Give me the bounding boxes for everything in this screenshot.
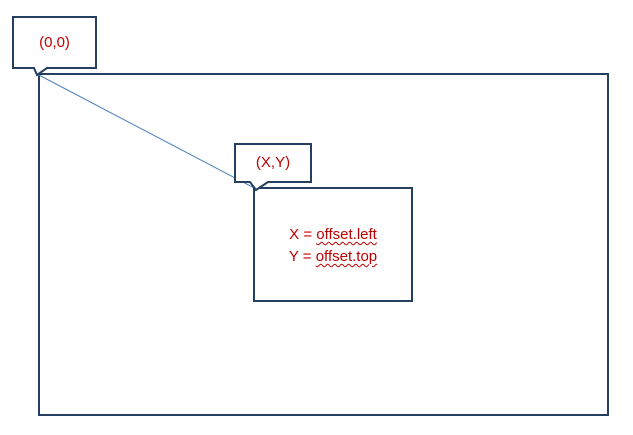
outer-container-rect <box>38 73 609 416</box>
y-equals-label: Y = <box>288 248 316 265</box>
point-callout-shape <box>234 143 312 192</box>
connector-line <box>36 73 257 190</box>
origin-label: (0,0) <box>39 34 70 51</box>
inner-element-rect <box>253 187 413 302</box>
origin-callout-shape <box>12 16 97 77</box>
offset-top-line: Y = offset.top <box>255 246 411 268</box>
offset-left-line: X = offset.left <box>255 224 411 246</box>
offset-left-value: offset.left <box>316 226 377 243</box>
x-equals-label: X = <box>289 226 317 243</box>
offset-formula-block: X = offset.left Y = offset.top <box>255 224 411 268</box>
offset-top-value: offset.top <box>315 248 378 265</box>
point-label: (X,Y) <box>255 154 291 171</box>
